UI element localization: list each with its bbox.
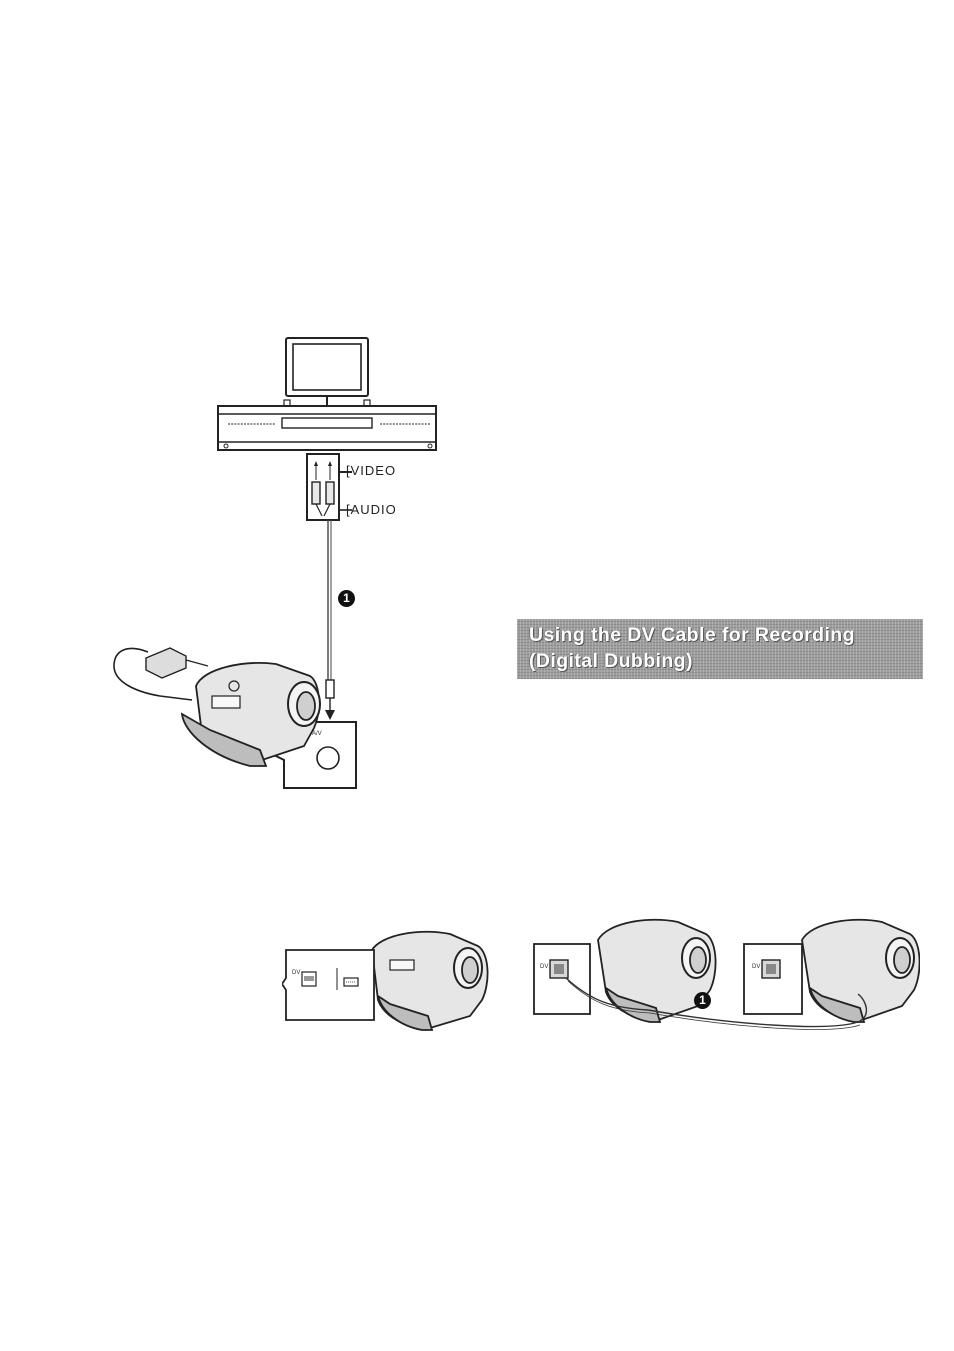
- camcorder-icon: [802, 920, 920, 1022]
- av-cable: [325, 520, 335, 720]
- tv-icon: [284, 338, 370, 406]
- dv-port-label-left: DV: [540, 964, 548, 970]
- ac-adapter-icon: [114, 648, 208, 700]
- dv-port-callout-left: [534, 944, 590, 1014]
- dv-port-diagram: [282, 924, 494, 1034]
- audio-label: [AUDIO: [346, 502, 397, 517]
- av-connection-diagram: [100, 330, 440, 800]
- step-marker: 1: [338, 590, 355, 607]
- dv-port-callout-right: [744, 944, 802, 1014]
- dv-cable-diagram: [528, 914, 920, 1038]
- camcorder-icon: [372, 932, 488, 1030]
- av-port-label: A/V: [312, 731, 322, 737]
- dv-port-label-right: DV: [752, 964, 760, 970]
- heading-line-1: Using the DV Cable for Recording: [529, 622, 923, 648]
- dv-port-label: DV: [292, 970, 300, 976]
- video-label: [VIDEO: [346, 463, 396, 478]
- section-heading: Using the DV Cable for Recording (Digita…: [517, 619, 923, 679]
- heading-line-2: (Digital Dubbing): [529, 648, 923, 674]
- vcr-icon: [218, 406, 436, 450]
- step-marker: 1: [694, 992, 711, 1009]
- dv-port-callout: [282, 950, 374, 1020]
